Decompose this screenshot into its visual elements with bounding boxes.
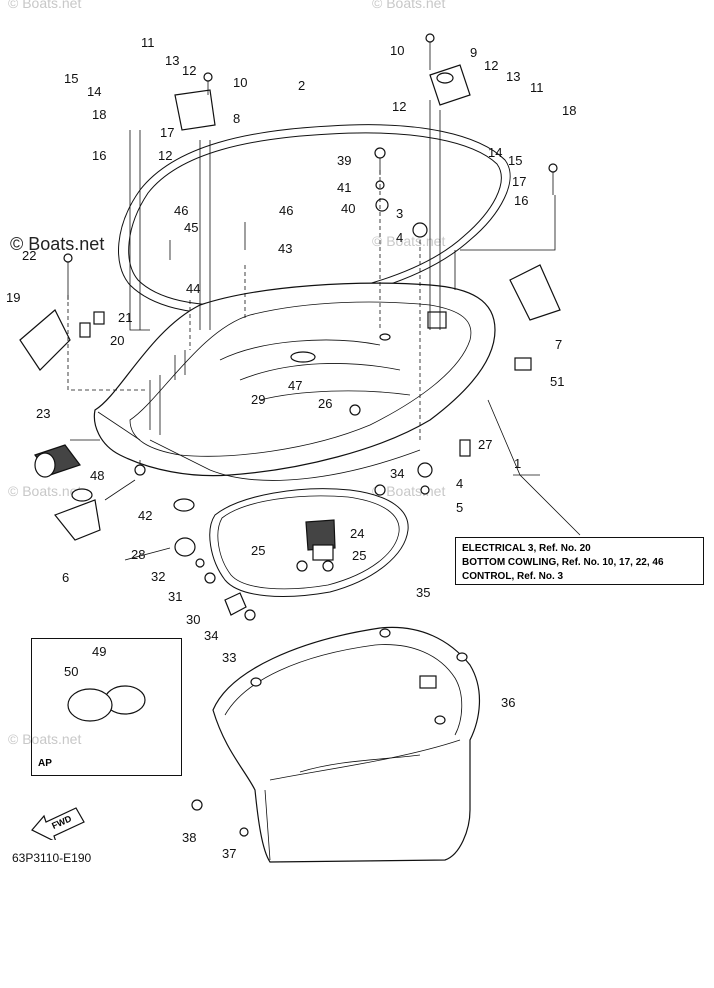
callout-46: 46 <box>174 203 188 218</box>
callout-45: 45 <box>184 220 198 235</box>
callout-13: 13 <box>506 69 520 84</box>
fwd-arrow-icon: FWD <box>31 807 85 840</box>
reference-line-2: BOTTOM COWLING, Ref. No. 10, 17, 22, 46 <box>462 557 664 568</box>
callout-49: 49 <box>92 644 106 659</box>
bottom-cowling <box>93 282 496 481</box>
gasket <box>209 488 409 597</box>
callout-11: 11 <box>530 80 544 95</box>
callout-41: 41 <box>337 180 351 195</box>
callout-12: 12 <box>392 99 406 114</box>
callout-25: 25 <box>352 548 366 563</box>
callout-32: 32 <box>151 569 165 584</box>
callout-12: 12 <box>158 148 172 163</box>
seal-outline <box>118 124 511 314</box>
callout-28: 28 <box>131 547 145 562</box>
callout-4: 4 <box>396 230 403 245</box>
callout-3: 3 <box>396 206 403 221</box>
callout-5: 5 <box>456 500 463 515</box>
callout-43: 43 <box>278 241 292 256</box>
callout-50: 50 <box>64 664 78 679</box>
callout-29: 29 <box>251 392 265 407</box>
callout-20: 20 <box>110 333 124 348</box>
callout-31: 31 <box>168 589 182 604</box>
callout-24: 24 <box>350 526 364 541</box>
callout-labels: 1 2 3 4 4 5 6 7 8 9 10 10 11 11 12 12 12… <box>6 35 576 861</box>
callout-36: 36 <box>501 695 515 710</box>
watermark-text: © Boats.net <box>8 731 81 747</box>
seal-inner <box>128 132 502 306</box>
callout-23: 23 <box>36 406 50 421</box>
callout-39: 39 <box>337 153 351 168</box>
watermark-text: © Boats.net <box>372 233 445 249</box>
watermark-text: © Boats.net <box>372 0 445 11</box>
callout-8: 8 <box>233 111 240 126</box>
small-parts <box>19 33 561 837</box>
leader-lines <box>67 100 581 561</box>
callout-44: 44 <box>186 281 200 296</box>
ap-inset-box: AP <box>31 638 182 776</box>
callout-15: 15 <box>508 153 522 168</box>
callout-1: 1 <box>514 456 521 471</box>
callout-34: 34 <box>204 628 218 643</box>
callout-6: 6 <box>62 570 69 585</box>
reference-line-1: ELECTRICAL 3, Ref. No. 20 <box>462 543 591 554</box>
callout-47: 47 <box>288 378 302 393</box>
callout-14: 14 <box>87 84 101 99</box>
callout-26: 26 <box>318 396 332 411</box>
callout-34: 34 <box>390 466 404 481</box>
callout-18: 18 <box>562 103 576 118</box>
callout-37: 37 <box>222 846 236 861</box>
callout-38: 38 <box>182 830 196 845</box>
callout-16: 16 <box>514 193 528 208</box>
callout-17: 17 <box>160 125 174 140</box>
gasket-inner <box>217 495 400 590</box>
diagram-code: 63P3110-E190 <box>12 851 92 865</box>
callout-27: 27 <box>478 437 492 452</box>
callout-22: 22 <box>22 248 36 263</box>
watermark-text: © Boats.net <box>8 0 81 11</box>
ap-label: AP <box>38 758 52 769</box>
callout-12: 12 <box>182 63 196 78</box>
callout-7: 7 <box>555 337 562 352</box>
callout-25: 25 <box>251 543 265 558</box>
callout-35: 35 <box>416 585 430 600</box>
callout-16: 16 <box>92 148 106 163</box>
callout-40: 40 <box>341 201 355 216</box>
callout-33: 33 <box>222 650 236 665</box>
callout-4: 4 <box>456 476 463 491</box>
callout-42: 42 <box>138 508 152 523</box>
watermark-text: © Boats.net <box>8 483 81 499</box>
watermark-text: © Boats.net <box>10 234 104 254</box>
callout-9: 9 <box>470 45 477 60</box>
callout-2: 2 <box>298 78 305 93</box>
callout-13: 13 <box>165 53 179 68</box>
callout-30: 30 <box>186 612 200 627</box>
callout-10: 10 <box>390 43 404 58</box>
callout-19: 19 <box>6 290 20 305</box>
callout-11: 11 <box>141 35 155 50</box>
callout-18: 18 <box>92 107 106 122</box>
callout-21: 21 <box>118 310 132 325</box>
bottom-cover <box>212 626 480 863</box>
callout-14: 14 <box>488 145 502 160</box>
reference-line-3: CONTROL, Ref. No. 3 <box>462 571 564 582</box>
callout-12: 12 <box>484 58 498 73</box>
callout-48: 48 <box>90 468 104 483</box>
callout-10: 10 <box>233 75 247 90</box>
reference-box: ELECTRICAL 3, Ref. No. 20 BOTTOM COWLING… <box>455 537 704 585</box>
callout-15: 15 <box>64 71 78 86</box>
callout-51: 51 <box>550 374 564 389</box>
callout-46: 46 <box>279 203 293 218</box>
callout-17: 17 <box>512 174 526 189</box>
